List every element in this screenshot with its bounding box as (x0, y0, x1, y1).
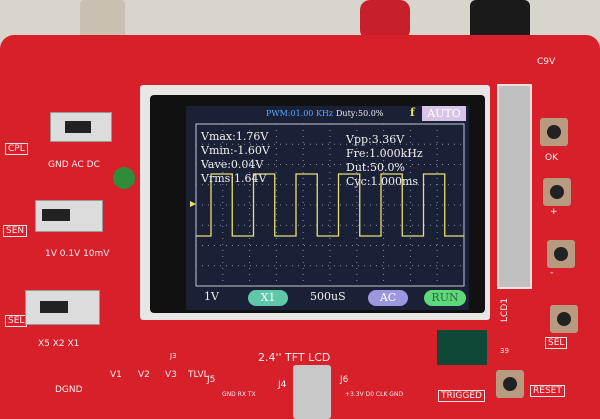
pwm-readout: PWM:01.00 KHz (266, 109, 334, 118)
coupling-switch[interactable] (50, 112, 112, 142)
grid (195, 123, 465, 287)
label-v1: V1 (110, 370, 122, 380)
alligator-clip (360, 0, 410, 40)
label-cpl: CPL (5, 143, 28, 155)
label-sen: SEN (3, 225, 28, 237)
trigger-mode-badge[interactable]: AUTO (422, 106, 466, 121)
cycle: Cyc:1.000ms (346, 175, 419, 188)
label-minus: - (550, 268, 554, 278)
probe-terminal[interactable] (113, 167, 135, 189)
measurements-right: Vpp:3.36V Fre:1.000kHz Dut:50.0% Cyc:1.0… (346, 133, 423, 189)
waveform-plot (190, 123, 465, 287)
label-plus: + (550, 207, 558, 217)
lcd-pin-header (497, 84, 532, 289)
waveform-trace (196, 173, 464, 237)
label-sensitivity: 1V 0.1V 10mV (45, 249, 110, 259)
label-sel-right: SEL (545, 337, 568, 349)
label-j6: J6 (340, 375, 349, 385)
label-v3: V3 (165, 370, 177, 380)
label-pin39: 39 (500, 347, 509, 355)
duty: Dut:50.0% (346, 161, 405, 174)
measurements-left: Vmax:1.76V Vmin:-1.60V Vave:0.04V Vrms:1… (201, 130, 270, 186)
label-tlvl: TLVL (188, 370, 209, 380)
label-csv: C9V (537, 57, 556, 67)
oscilloscope-display: PWM:01.00 KHz Duty:50.0% f AUTO Vmax:1.7… (186, 106, 469, 310)
label-trigged: TRIGGED (438, 390, 485, 402)
sel-button[interactable] (550, 305, 578, 333)
label-j3: J3 (170, 352, 177, 360)
plus-button[interactable] (543, 178, 571, 206)
label-v2: V2 (138, 370, 150, 380)
run-state-badge[interactable]: RUN (424, 290, 466, 306)
label-ok: OK (545, 153, 558, 163)
vrms: Vrms:1.64V (201, 172, 267, 185)
vmin: Vmin:-1.60V (201, 144, 270, 157)
label-multiplier: X5 X2 X1 (38, 339, 80, 349)
ok-button[interactable] (540, 118, 568, 146)
label-j6-pins: +3.3V D0 CLK GND (345, 391, 404, 398)
sensitivity-switch[interactable] (35, 200, 103, 232)
volts-per-div[interactable]: 1V (204, 290, 219, 303)
timebase[interactable]: 500uS (310, 290, 346, 303)
probe-multiplier-badge[interactable]: X1 (248, 290, 288, 306)
lcd-flex (437, 330, 487, 365)
trigger-edge-icon: f (410, 106, 415, 119)
label-reset: RESET (530, 385, 565, 397)
vmax: Vmax:1.76V (201, 130, 269, 143)
label-j4: J4 (278, 380, 287, 390)
label-dgnd: DGND (55, 385, 83, 395)
reset-button[interactable] (496, 370, 524, 398)
label-j5: J5 (207, 375, 216, 385)
label-lcd-title: 2.4'' TFT LCD (258, 351, 331, 364)
minus-button[interactable] (547, 240, 575, 268)
vave: Vave:0.04V (201, 158, 264, 171)
duty-readout: Duty:50.0% (336, 109, 384, 118)
label-coupling: GND AC DC (48, 160, 100, 170)
vpp: Vpp:3.36V (346, 133, 405, 146)
coupling-badge[interactable]: AC (368, 290, 408, 306)
frequency: Fre:1.000kHz (346, 147, 423, 160)
usb-port (293, 365, 331, 419)
multiplier-switch[interactable] (25, 290, 100, 325)
trigger-marker-icon (190, 201, 196, 207)
label-uart-pins: GND RX TX (222, 391, 256, 398)
label-lcd1: LCD1 (499, 298, 510, 322)
